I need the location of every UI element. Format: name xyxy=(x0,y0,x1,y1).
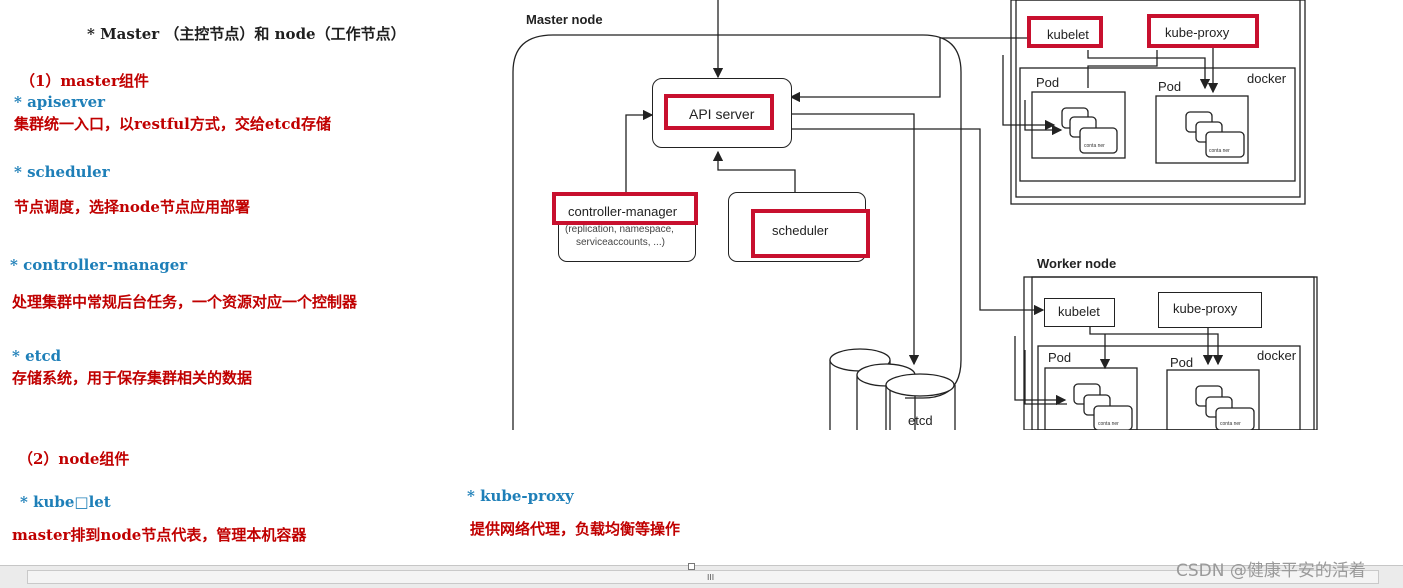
kubelet-bottom-box: kubelet xyxy=(1044,298,1115,327)
pod-label-2: Pod xyxy=(1158,79,1181,94)
docker-label-1: docker xyxy=(1247,71,1287,86)
scheduler-highlight: scheduler xyxy=(751,209,870,258)
kube-proxy-bottom-box: kube-proxy xyxy=(1158,292,1262,328)
pod-label-3: Pod xyxy=(1048,350,1071,365)
architecture-diagram: conta ner conta ner conta ner conta ner … xyxy=(505,0,1323,430)
api-server-label: API server xyxy=(689,106,755,122)
node-section-title: （2）node组件 xyxy=(18,450,130,468)
pod-label-1: Pod xyxy=(1036,75,1059,90)
api-server-highlight xyxy=(664,94,774,130)
arrow-api-etcd xyxy=(789,113,920,366)
horizontal-scrollbar[interactable] xyxy=(27,570,1379,584)
kube-proxy-top-label: kube-proxy xyxy=(1165,25,1230,40)
controller-sub1: (replication, namespace, xyxy=(565,224,674,235)
master-node-label: Master node xyxy=(526,12,603,27)
kubeproxy-desc: 提供网络代理，负载均衡等操作 xyxy=(470,520,681,538)
etcd-title: * etcd xyxy=(12,347,62,365)
etcd-label: etcd xyxy=(908,413,933,428)
kubelet-desc: master排到node节点代表，管理本机容器 xyxy=(12,526,307,544)
master-section-title: （1）master组件 xyxy=(20,72,149,90)
api-server-box: API server xyxy=(652,78,792,148)
kubelet-top-highlight: kubelet xyxy=(1027,16,1103,48)
controller-title: * controller-manager xyxy=(10,256,188,274)
container-label-3: conta ner xyxy=(1098,421,1119,427)
arrow-scheduler-api xyxy=(712,150,796,192)
diagram-lines: conta ner conta ner conta ner conta ner … xyxy=(512,0,1318,430)
notes-heading: * Master （主控节点）和 node（工作节点） xyxy=(87,25,406,43)
resize-handle[interactable] xyxy=(688,563,695,570)
container-label-1: conta ner xyxy=(1084,143,1105,149)
arrow-kubelet-api xyxy=(789,37,1027,103)
kube-proxy-bottom-label: kube-proxy xyxy=(1173,301,1238,316)
controller-sub2: serviceaccounts, ...) xyxy=(576,237,665,248)
apiserver-desc: 集群统一入口，以restful方式，交给etcd存储 xyxy=(14,115,331,133)
controller-manager-highlight: controller-manager xyxy=(552,192,698,225)
apiserver-title: * apiserver xyxy=(14,93,106,111)
scrollbar-grip-icon[interactable]: III xyxy=(707,573,715,582)
kubelet-bottom-label: kubelet xyxy=(1058,304,1100,319)
container-label-2: conta ner xyxy=(1209,148,1230,154)
docker-label-2: docker xyxy=(1257,348,1297,363)
pod-label-4: Pod xyxy=(1170,355,1193,370)
container-label-4: conta ner xyxy=(1220,421,1241,427)
scheduler-desc: 节点调度，选择node节点应用部署 xyxy=(14,198,250,216)
csdn-watermark: CSDN @健康平安的活着 xyxy=(1176,561,1366,581)
docker-frame-bottom xyxy=(1037,345,1301,430)
kube-proxy-top-highlight: kube-proxy xyxy=(1147,14,1259,48)
scheduler-title: * scheduler xyxy=(14,163,110,181)
kubelet-top-label: kubelet xyxy=(1047,27,1089,42)
arrow-controller-api xyxy=(625,109,654,193)
arrow-api-worker-kubelet xyxy=(791,128,1045,316)
controller-desc: 处理集群中常规后台任务，一个资源对应一个控制器 xyxy=(12,293,358,311)
controller-manager-label: controller-manager xyxy=(568,204,678,219)
scheduler-label: scheduler xyxy=(772,223,829,238)
etcd-desc: 存储系统，用于保存集群相关的数据 xyxy=(12,369,253,387)
worker-node-label: Worker node xyxy=(1037,256,1116,271)
kubelet-title: * kube□let xyxy=(20,493,111,511)
kubeproxy-title: * kube-proxy xyxy=(467,487,574,505)
worker-top-frame xyxy=(1010,0,1306,205)
